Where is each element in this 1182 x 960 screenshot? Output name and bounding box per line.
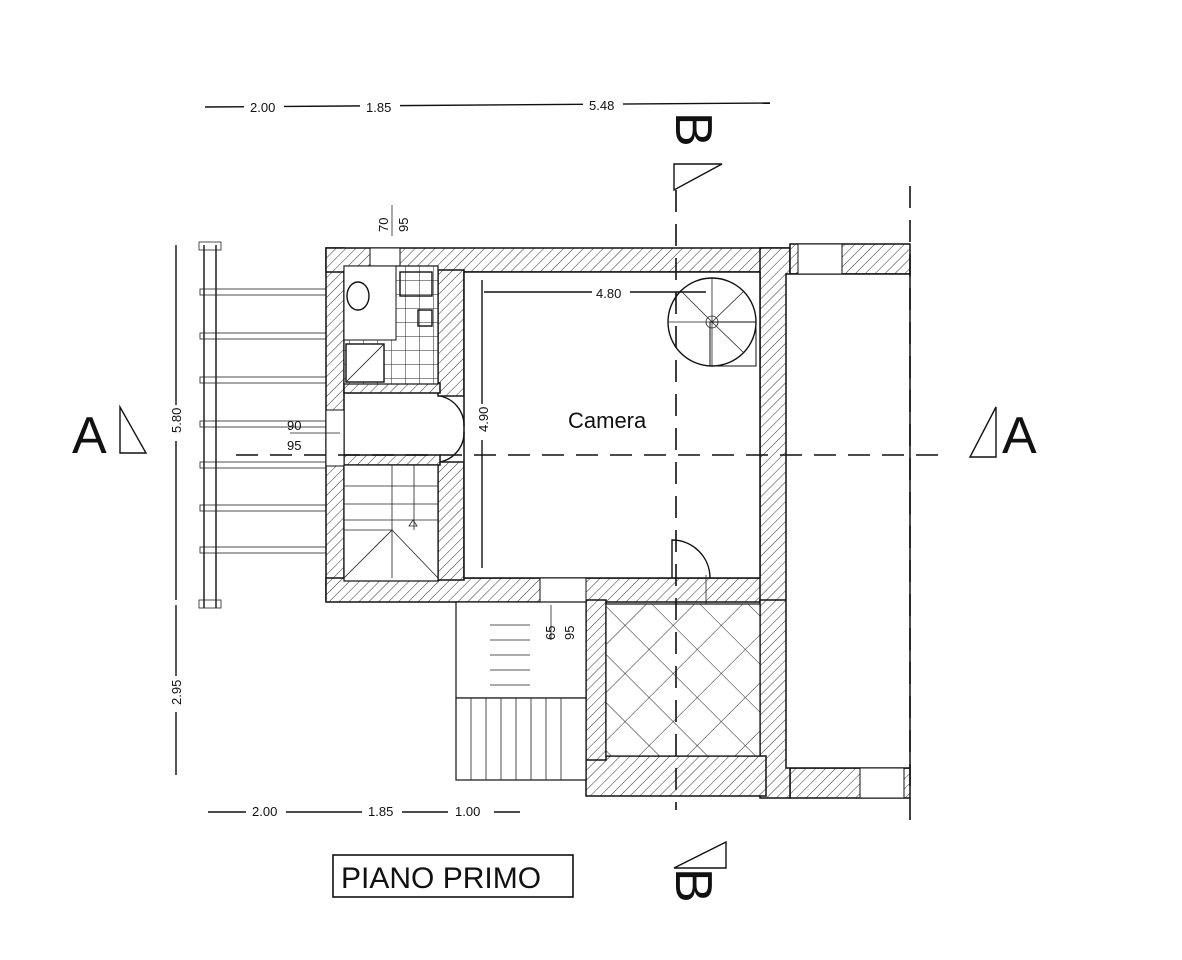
hallway: 90 95	[287, 395, 465, 463]
section-marker-a-left: A	[72, 404, 148, 465]
dim-stair-door-top: 65	[543, 626, 558, 640]
dim-camera-height: 4.90	[476, 407, 491, 432]
dim-left-height: 5.80	[169, 408, 184, 433]
section-marker-a-right: A	[968, 406, 1037, 465]
pergola-terrace	[198, 241, 327, 609]
bath-door-label: 70 95	[376, 205, 411, 236]
section-label-a-right: A	[1002, 407, 1037, 465]
dim-bottom-2: 1.85	[368, 804, 393, 819]
dim-top-1: 2.00	[250, 100, 275, 115]
windows	[325, 243, 905, 799]
dim-left-lower-height: 2.95	[169, 680, 184, 705]
dim-bath-door-top: 70	[376, 218, 391, 232]
section-marker-b-bottom: B	[664, 840, 727, 903]
dim-bath-door-bottom: 95	[396, 218, 411, 232]
section-lines	[236, 186, 950, 826]
section-label-a-left: A	[72, 407, 107, 465]
section-marker-b-top: B	[664, 112, 723, 192]
bathroom	[343, 265, 439, 385]
drawing-title-text: PIANO PRIMO	[341, 862, 541, 895]
bottom-dimension-chain: 2.00 1.85 1.00	[208, 803, 520, 819]
dim-camera-width: 4.80	[596, 286, 621, 301]
dim-top-2: 1.85	[366, 100, 391, 115]
tiled-terrace	[605, 603, 761, 757]
pergola-beams	[199, 288, 327, 554]
dim-hall-door-bottom: 95	[287, 438, 301, 453]
left-dimension-chain: 5.80 2.95	[168, 245, 184, 775]
spiral-stair	[667, 277, 757, 367]
section-label-b-bottom: B	[664, 868, 722, 903]
drawing-title: PIANO PRIMO	[332, 854, 574, 898]
external-stair: 65 95	[455, 601, 587, 781]
dim-bottom-3: 1.00	[455, 804, 480, 819]
dim-hall-door-top: 90	[287, 418, 301, 433]
internal-stair	[343, 464, 439, 582]
dim-bottom-1: 2.00	[252, 804, 277, 819]
section-label-b-top: B	[664, 112, 722, 147]
dim-top-3: 5.48	[589, 98, 614, 113]
room-label-camera: Camera	[568, 408, 647, 433]
dim-stair-door-bottom: 95	[562, 626, 577, 640]
top-dimension-chain: 2.00 1.85 5.48	[204, 96, 771, 115]
camera-dimensions: 4.80 4.90	[475, 280, 706, 568]
